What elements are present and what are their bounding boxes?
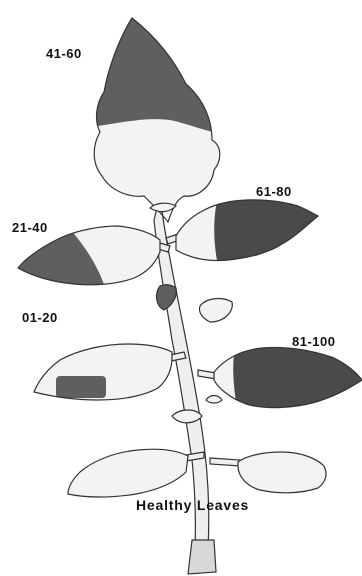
label-healthy-leaves: Healthy Leaves: [136, 497, 249, 513]
healthy-leaf-left: [68, 449, 188, 497]
leaflet-small-2: [199, 299, 232, 322]
label-21-40: 21-40: [12, 220, 48, 235]
label-41-60: 41-60: [46, 46, 82, 61]
label-81-100: 81-100: [292, 334, 335, 349]
label-61-80: 61-80: [256, 184, 292, 199]
leaf-41-60: [80, 10, 230, 222]
petiole-br: [210, 458, 240, 466]
leaflet-small-4: [206, 396, 222, 404]
leaf-01-20: [30, 340, 180, 406]
healthy-leaf-right: [238, 452, 326, 493]
leaf-61-80: [170, 196, 330, 266]
stem-base: [188, 540, 216, 574]
leaf-81-100: [210, 344, 362, 414]
label-01-20: 01-20: [22, 310, 58, 325]
